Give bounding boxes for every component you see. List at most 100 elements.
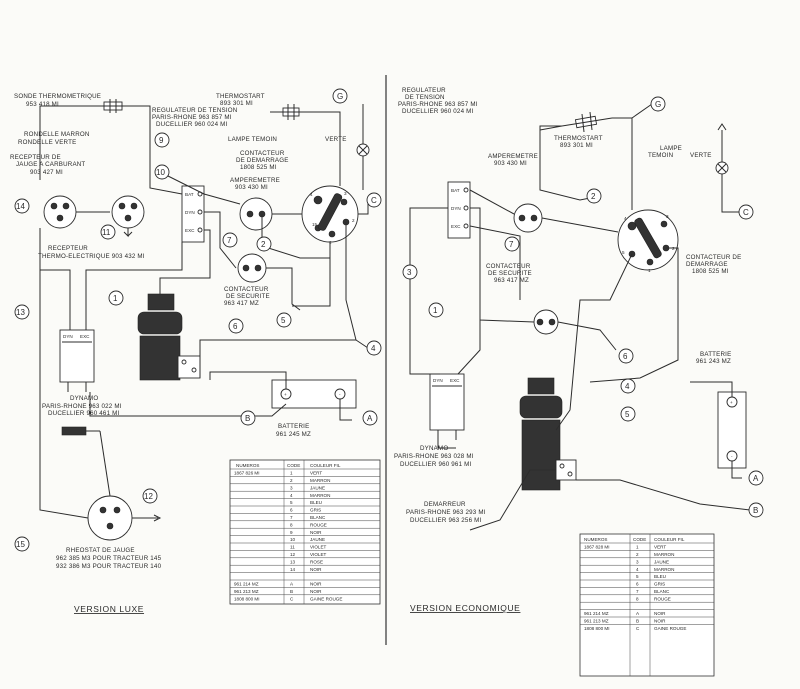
table-cell: 9 [290, 530, 293, 535]
l-thermostart-number: 893 301 MI [220, 100, 253, 107]
l-marker-B: B [240, 410, 256, 426]
l-marker-1: 1 [108, 290, 124, 306]
svg-text:15: 15 [312, 222, 318, 227]
r-contacteur-title: CONTACTEUR DE [686, 254, 741, 261]
l-amperemetre [239, 197, 273, 231]
r-marker-6: 6 [618, 348, 634, 364]
svg-text:9: 9 [159, 136, 164, 145]
l-securite-title: CONTACTEUR [224, 286, 269, 293]
l-th-numeros: NUMEROS [236, 463, 259, 468]
table-cell: 5 [290, 500, 293, 505]
svg-text:5: 5 [625, 410, 630, 419]
table-cell: GRIS [654, 582, 665, 587]
r-batterie-title: BATTERIE [700, 351, 731, 358]
l-regulateur-paris: PARIS-RHONE 963 857 MI [152, 114, 232, 121]
table-cell: 4 [290, 493, 293, 498]
l-marker-12: 12 [142, 488, 158, 504]
right-diagram: REGULATEUR DE TENSION PARIS-RHONE 963 85… [394, 87, 764, 677]
table-cell: MARRON [310, 478, 330, 483]
l-contacteur-title: CONTACTEUR [240, 150, 285, 157]
table-cell: 961 214 MZ [584, 611, 609, 616]
r-demarreur-title: DEMARREUR [424, 501, 466, 508]
table-cell: 2 [636, 552, 639, 557]
svg-text:DYN: DYN [451, 206, 461, 211]
r-demarreur-ducellier: DUCELLIER 963 256 MI [410, 517, 481, 524]
r-version-caption: VERSION ECONOMIQUE [410, 603, 520, 613]
table-cell: B [636, 619, 639, 624]
l-rheostat-title: RHEOSTAT DE JAUGE [66, 547, 135, 554]
svg-text:4: 4 [625, 382, 630, 391]
r-dynamo-paris: PARIS-RHONE 963 028 MI [394, 453, 474, 460]
table-cell: BLANC [310, 515, 326, 520]
table-cell: MARRON [654, 567, 674, 572]
l-marker-10: 10 [154, 164, 170, 180]
r-thermostart-title: THERMOSTART [554, 135, 603, 142]
r-securite-title: CONTACTEUR [486, 263, 531, 270]
table-cell: NOIR [654, 619, 666, 624]
l-lampe-temoin [356, 118, 370, 190]
svg-text:3: 3 [407, 268, 412, 277]
r-marker-C: C [738, 204, 754, 220]
l-contacteur-sub: DE DEMARRAGE [236, 157, 289, 164]
svg-text:A: A [367, 414, 373, 423]
r-thermostart-number: 893 301 MI [560, 142, 593, 149]
table-cell: 6 [290, 508, 293, 513]
r-regulateur-sub: DE TENSION [405, 94, 445, 101]
r-contacteur-number: 1808 525 MI [692, 268, 729, 275]
svg-text:6: 6 [233, 322, 238, 331]
l-version-caption: VERSION LUXE [74, 604, 144, 614]
table-cell: 6 [636, 582, 639, 587]
l-marker-11: 11 [100, 224, 116, 240]
l-marker-6: 6 [228, 318, 244, 334]
svg-text:3: 3 [666, 214, 669, 219]
r-batterie-number: 961 243 MZ [696, 358, 731, 365]
l-marker-7: 7 [222, 232, 238, 248]
l-marker-G: G [332, 88, 348, 104]
l-amperemetre-title: AMPEREMETRE [230, 177, 280, 184]
l-securite-number: 963 417 MZ [224, 300, 259, 307]
l-batterie-number: 961 245 MZ [276, 431, 311, 438]
l-thermostart [270, 104, 310, 120]
r-verte: VERTE [690, 152, 712, 159]
table-cell: A [290, 582, 294, 587]
svg-text:2: 2 [352, 218, 355, 223]
table-cell: 961 213 MZ [234, 589, 259, 594]
table-cell: NOIR [654, 611, 666, 616]
l-dynamo: DYN EXC [59, 329, 95, 392]
r-contacteur-demarrage: 4 3 2 5 1 [617, 209, 679, 273]
l-marker-2: 2 [256, 236, 272, 252]
table-cell: C [290, 596, 294, 601]
l-recepteur-number: 903 427 MI [30, 169, 63, 176]
table-cell: GAINE ROUGE [654, 626, 686, 631]
table-cell: 10 [290, 537, 296, 542]
svg-text:7: 7 [227, 236, 232, 245]
r-th-code: CODE [633, 537, 646, 542]
table-cell: NOIR [310, 582, 322, 587]
l-recepteur-thermo [111, 195, 145, 238]
l-recepteur-thermo: RECEPTEUR [48, 245, 88, 252]
table-cell: VIOLET [310, 552, 327, 557]
r-marker-4: 4 [620, 378, 636, 394]
r-lampe: LAMPE [660, 145, 682, 152]
table-cell: C [636, 626, 640, 631]
l-dynamo-paris: PARIS-RHONE 963 022 MI [42, 403, 122, 410]
svg-text:2: 2 [591, 192, 596, 201]
r-marker-B: B [748, 502, 764, 518]
l-securite-sub: DE SECURITE [226, 293, 270, 300]
svg-text:G: G [337, 92, 343, 101]
r-regulateur-title: REGULATEUR [402, 87, 446, 94]
table-cell: 1 [636, 545, 639, 550]
svg-text:BAT: BAT [185, 192, 194, 197]
table-cell: BLEU [310, 500, 322, 505]
l-marker-14: 14 [14, 198, 30, 214]
svg-text:C: C [371, 196, 377, 205]
r-marker-1: 1 [428, 302, 444, 318]
svg-text:EXC: EXC [450, 378, 460, 383]
svg-text:B: B [753, 506, 758, 515]
table-cell: 7 [636, 589, 639, 594]
r-thermostart [561, 111, 613, 133]
table-cell: 1808 800 MI [584, 626, 610, 631]
r-securite-number: 963 417 MZ [494, 277, 529, 284]
l-contacteur-securite [237, 253, 267, 283]
